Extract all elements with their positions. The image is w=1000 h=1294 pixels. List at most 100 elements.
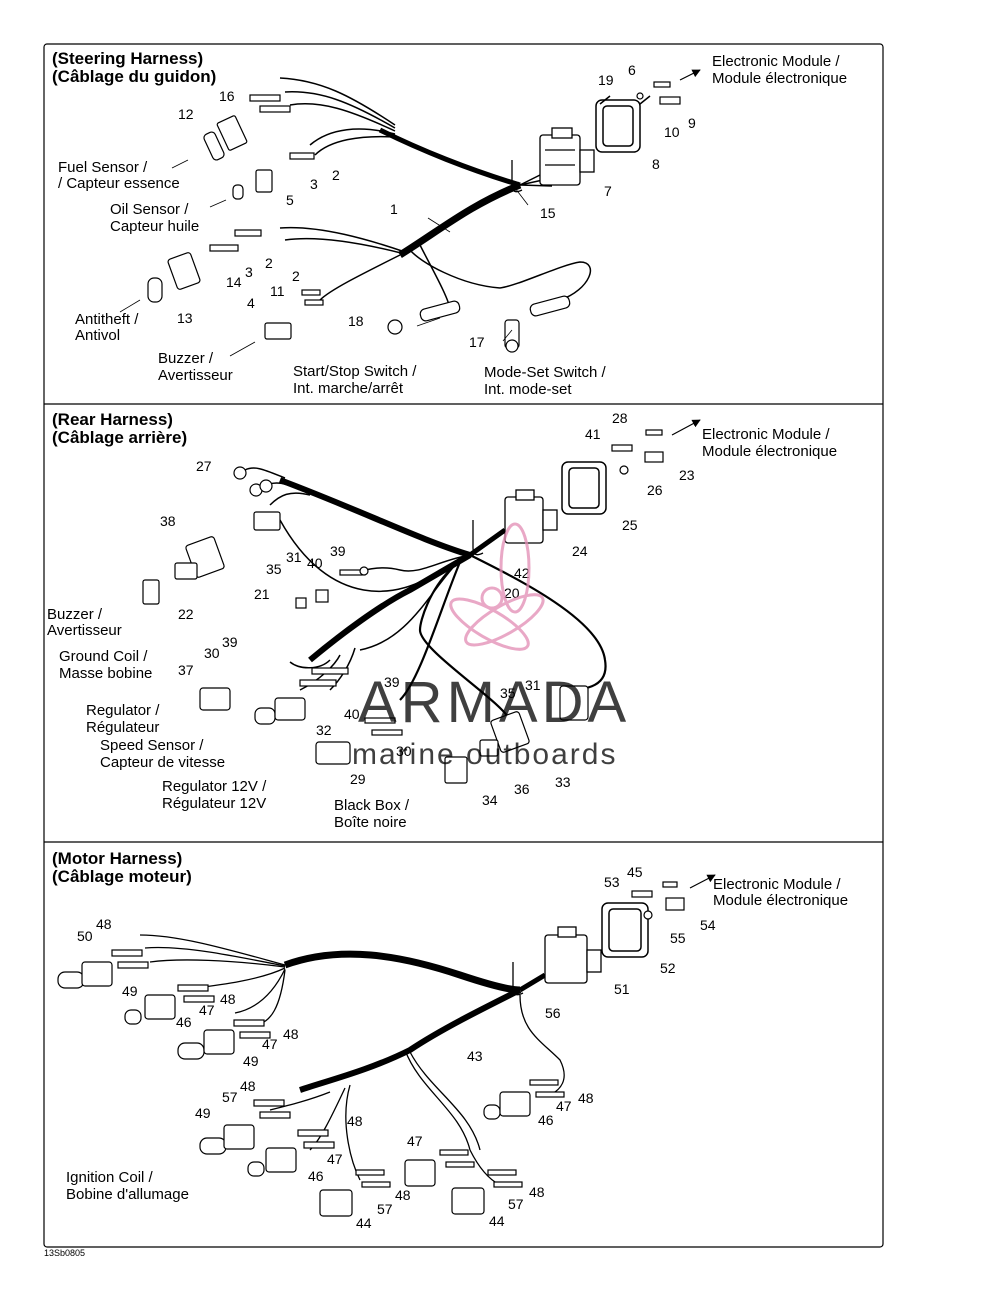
part-number: 53	[604, 874, 620, 890]
part-number: 41	[585, 426, 601, 442]
part-number: 25	[622, 517, 638, 533]
part-number: 10	[664, 124, 680, 140]
panel-frame	[43, 43, 884, 1248]
part-number: 6	[628, 62, 636, 78]
part-number: 49	[195, 1105, 211, 1121]
part-number: 11	[270, 283, 285, 299]
label-coil-en: Ground Coil /	[59, 648, 148, 665]
label-buzzer-fr: Avertisseur	[158, 367, 233, 384]
watermark-tagline: marine outboards	[352, 738, 617, 771]
wire-harness	[279, 77, 591, 311]
label-modeset-fr: Int. mode-set	[484, 381, 572, 398]
part-number: 54	[700, 917, 716, 933]
part-number: 35	[266, 561, 282, 577]
part-number: 32	[316, 722, 332, 738]
part-number: 7	[604, 183, 612, 199]
part-number: 40	[344, 706, 360, 722]
part-number: 9	[688, 115, 696, 131]
label-speed-en: Speed Sensor /	[100, 737, 204, 754]
label-coil-en: Ignition Coil /	[66, 1169, 154, 1186]
cable-tie	[511, 160, 523, 193]
part-number: 21	[254, 586, 270, 602]
electronic-module	[595, 95, 651, 153]
wire-harness	[244, 467, 607, 721]
part-number: 57	[222, 1089, 238, 1105]
part-number: 50	[77, 928, 93, 944]
screw-parts	[631, 874, 716, 920]
part-number: 4	[247, 295, 255, 311]
part-number: 48	[283, 1026, 299, 1042]
label-fuel-fr: / Capteur essence	[58, 175, 180, 192]
part-number: 47	[262, 1036, 278, 1052]
watermark-brand: ARMADA	[358, 670, 630, 735]
part-number: 1	[390, 201, 398, 217]
part-number: 30	[204, 645, 220, 661]
figure-code: 13Sb0805	[44, 1248, 85, 1258]
label-buzzer-en: Buzzer /	[158, 350, 214, 367]
label-oil-en: Oil Sensor /	[110, 201, 189, 218]
screw-parts	[636, 69, 701, 105]
part-number: 57	[508, 1196, 524, 1212]
label-buzzer-fr: Avertisseur	[47, 622, 122, 639]
part-number: 42	[514, 565, 530, 581]
part-number: 8	[652, 156, 660, 172]
part-number: 46	[538, 1112, 554, 1128]
label-reg12-en: Regulator 12V /	[162, 778, 267, 795]
part-number: 55	[670, 930, 686, 946]
label-module-en: Electronic Module /	[702, 426, 830, 443]
connector-group	[142, 511, 589, 784]
label-module-en: Electronic Module /	[712, 53, 840, 70]
part-number: 30	[396, 743, 412, 759]
part-number: 13	[177, 310, 193, 326]
connector-group	[57, 949, 565, 1217]
part-number: 39	[222, 634, 238, 650]
screw-parts	[611, 419, 701, 475]
motor-harness-panel: (Motor Harness) (Câblage moteur)	[52, 849, 848, 1231]
label-buzzer-en: Buzzer /	[47, 606, 103, 623]
part-number: 48	[347, 1113, 363, 1129]
part-number: 23	[679, 467, 695, 483]
connector-block	[544, 926, 602, 984]
label-blackbox-en: Black Box /	[334, 797, 410, 814]
part-number: 2	[265, 255, 273, 271]
electronic-module	[561, 461, 607, 515]
label-module-en: Electronic Module /	[713, 876, 841, 893]
part-number: 14	[226, 274, 242, 290]
part-number: 31	[525, 677, 541, 693]
panel-title: (Rear Harness)	[52, 410, 173, 429]
leader-lines	[119, 159, 529, 357]
part-number: 2	[332, 167, 340, 183]
steering-harness-panel: (Steering Harness) (Câblage du guidon)	[52, 49, 847, 398]
part-number: 48	[96, 916, 112, 932]
watermark-logo: ARMADA marine outboards	[352, 522, 630, 771]
label-regulator-en: Regulator /	[86, 702, 160, 719]
label-module-fr: Module électronique	[712, 70, 847, 87]
connector-block	[504, 489, 558, 544]
part-number: 49	[122, 983, 138, 999]
part-number: 33	[555, 774, 571, 790]
part-number: 44	[356, 1215, 372, 1231]
panel-title: (Steering Harness)	[52, 49, 203, 68]
part-number: 5	[286, 192, 294, 208]
label-antitheft-fr: Antivol	[75, 327, 120, 344]
part-number: 47	[556, 1098, 572, 1114]
panel-subtitle: (Câblage du guidon)	[52, 67, 216, 86]
part-number: 28	[612, 410, 628, 426]
part-number: 48	[578, 1090, 594, 1106]
part-number: 3	[245, 264, 253, 280]
part-number: 34	[482, 792, 498, 808]
part-number: 31	[286, 549, 302, 565]
panel-subtitle: (Câblage arrière)	[52, 428, 187, 447]
part-number: 12	[178, 106, 194, 122]
part-number: 26	[647, 482, 663, 498]
part-number: 46	[176, 1014, 192, 1030]
panel-subtitle: (Câblage moteur)	[52, 867, 192, 886]
part-number: 15	[540, 205, 556, 221]
panel-title: (Motor Harness)	[52, 849, 182, 868]
part-number: 16	[219, 88, 235, 104]
part-number: 45	[627, 864, 643, 880]
part-number: 35	[500, 685, 516, 701]
part-number: 56	[545, 1005, 561, 1021]
part-number: 2	[292, 268, 300, 284]
